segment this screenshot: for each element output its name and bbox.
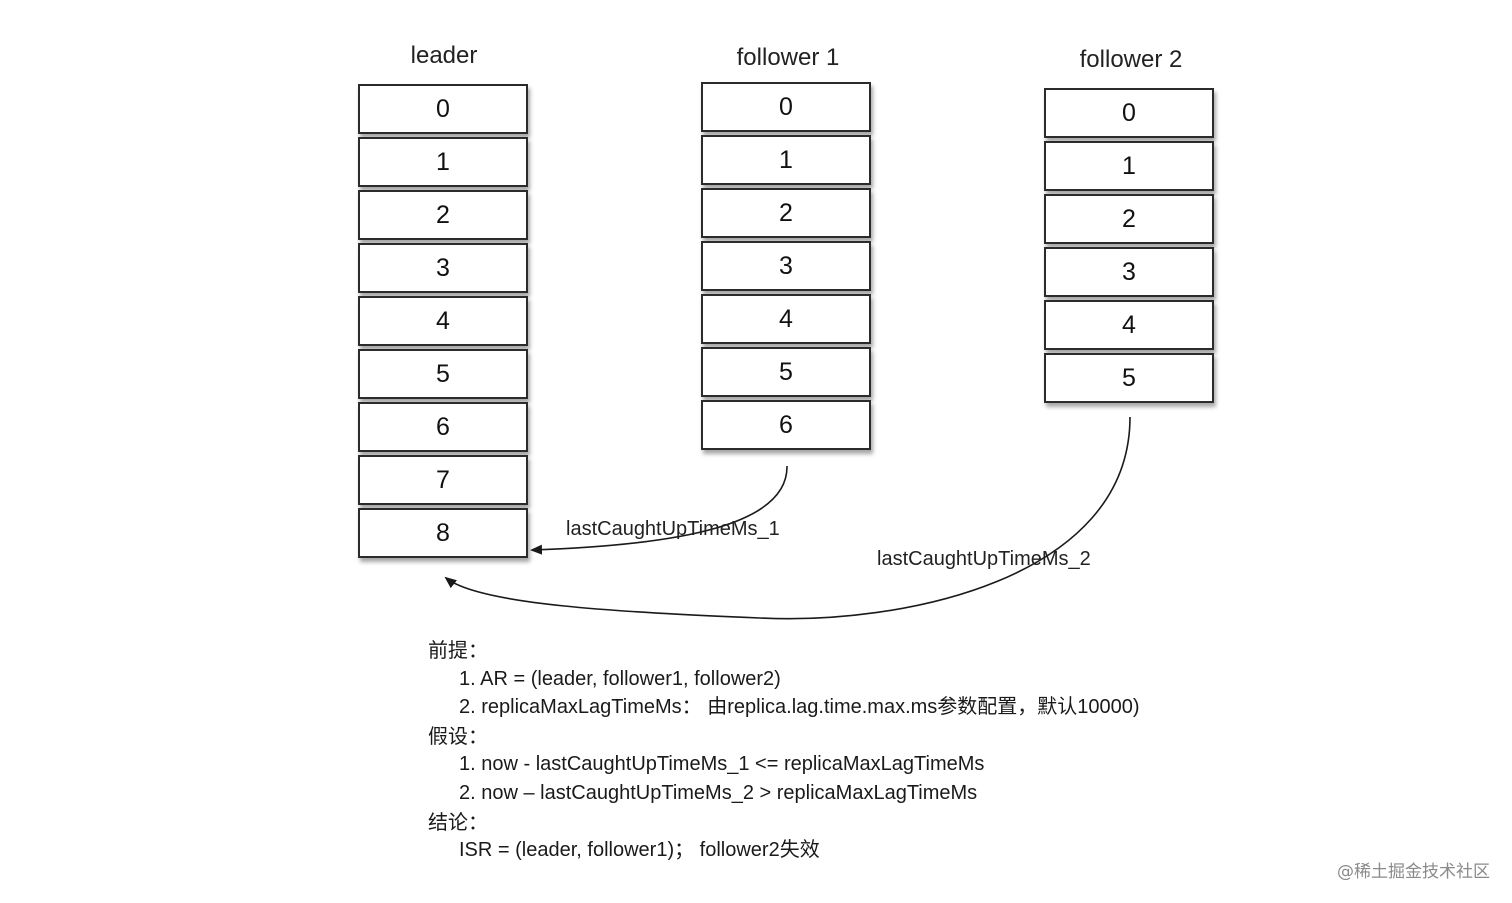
follower-2-offset-cell: 3	[1044, 247, 1214, 297]
premise-item-1: 1. AR = (leader, follower1, follower2)	[459, 667, 781, 690]
follower-1-offset-cell: 4	[701, 294, 871, 344]
follower-1-offset-cell: 3	[701, 241, 871, 291]
follower-2-offset-cell: 0	[1044, 88, 1214, 138]
conclusion-heading: 结论：	[428, 809, 488, 834]
assumption-item-2: 2. now – lastCaughtUpTimeMs_2 > replicaM…	[459, 781, 978, 804]
arrow-label-1: lastCaughtUpTimeMs_1	[566, 518, 780, 540]
follower-2-offset-cell: 5	[1044, 353, 1214, 403]
follower-1-offset-cell: 0	[701, 82, 871, 132]
follower-2-offset-cell: 1	[1044, 141, 1214, 191]
leader-offset-cell: 4	[358, 296, 528, 346]
leader-offset-cell: 1	[358, 137, 528, 187]
follower-1-offset-cell: 6	[701, 400, 871, 450]
leader-offset-cell: 3	[358, 243, 528, 293]
leader-offset-cell: 2	[358, 190, 528, 240]
premise-heading: 前提：	[428, 638, 488, 662]
arrow-label-2: lastCaughtUpTimeMs_2	[877, 548, 1091, 570]
leader-offset-cell: 7	[358, 455, 528, 505]
follower-1-offset-cell: 1	[701, 135, 871, 185]
assumption-item-1: 1. now - lastCaughtUpTimeMs_1 <= replica…	[459, 753, 985, 776]
follower-2-offset-cell: 4	[1044, 300, 1214, 350]
leader-title: leader	[410, 42, 478, 69]
leader-offset-cell: 8	[358, 508, 528, 558]
follower-2-offset-cell: 2	[1044, 194, 1214, 244]
notes-block: 前提： 1. AR = (leader, follower1, follower…	[428, 636, 1140, 865]
follower-1-offset-cell: 2	[701, 188, 871, 238]
watermark: @稀土掘金技术社区	[1337, 862, 1490, 882]
leader-offset-cell: 0	[358, 84, 528, 134]
conclusion-item-1: ISR = (leader, follower1)； follower2失效	[459, 839, 820, 862]
leader-offset-cell: 6	[358, 402, 528, 452]
leader-offset-cell: 5	[358, 349, 528, 399]
arrow-follower-1-to-leader	[530, 465, 788, 555]
follower-1-offset-cell: 5	[701, 347, 871, 397]
arrow-follower-2-to-leader	[444, 416, 1131, 620]
assumption-heading: 假设：	[428, 723, 488, 748]
premise-item-2: 2. replicaMaxLagTimeMs： 由replica.lag.tim…	[459, 696, 1140, 719]
follower-2-title: follower 2	[1079, 46, 1183, 73]
follower-1-title: follower 1	[736, 44, 840, 71]
